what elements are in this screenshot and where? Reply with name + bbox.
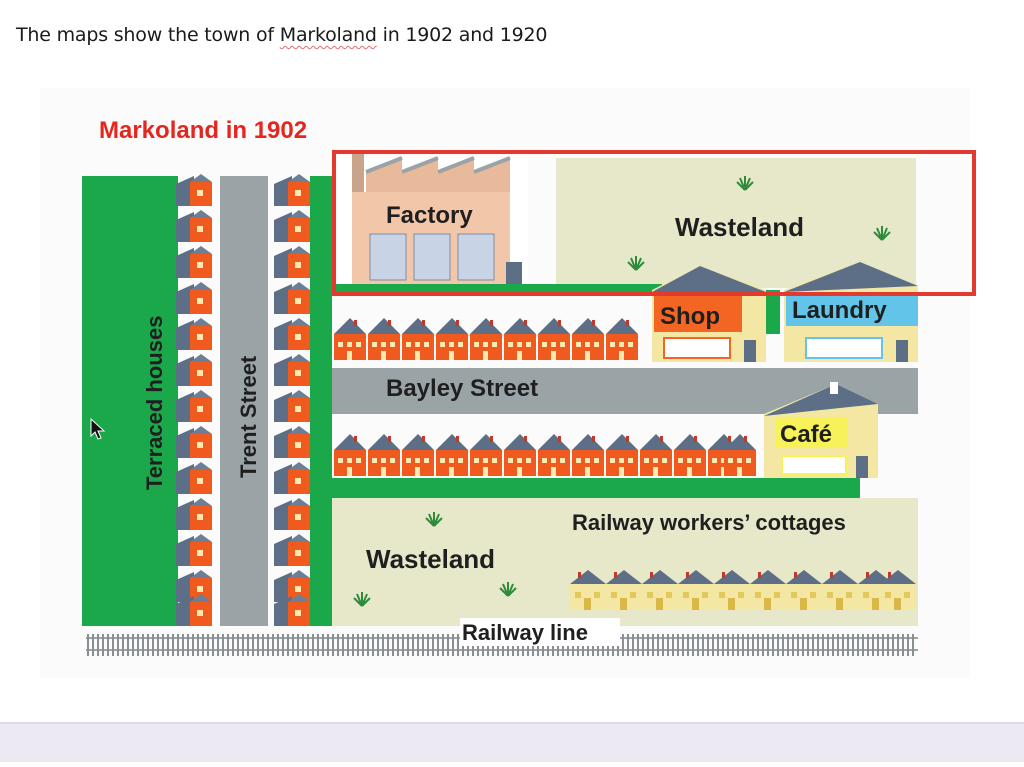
green-band-top	[332, 284, 662, 294]
highlight-box	[332, 150, 976, 296]
green-band-lower	[332, 478, 860, 498]
cafe-building	[764, 382, 878, 478]
label-laundry: Laundry	[792, 297, 887, 324]
green-area-left	[82, 176, 178, 626]
label-railway-cottages: Railway workers’ cottages	[572, 510, 846, 535]
terraced-houses-row-upper	[334, 318, 638, 360]
question-prompt: The maps show the town of Markoland in 1…	[16, 24, 548, 46]
label-terraced-houses: Terraced houses	[142, 316, 167, 490]
prompt-text-after: in 1902 and 1920	[376, 24, 548, 46]
map-title: Markoland in 1902	[99, 117, 307, 144]
label-wasteland-top: Wasteland	[675, 212, 804, 242]
green-gap	[766, 290, 780, 334]
label-cafe: Café	[780, 421, 832, 448]
trent-street-road	[220, 176, 268, 626]
label-wasteland-bottom: Wasteland	[366, 544, 495, 574]
label-shop: Shop	[660, 303, 720, 330]
terraced-houses-column-1	[176, 174, 212, 626]
prompt-underlined-word: Markoland	[279, 24, 377, 46]
terraced-houses-column-2	[274, 174, 310, 626]
label-railway-line: Railway line	[462, 620, 588, 645]
bottom-divider	[0, 722, 1024, 724]
label-trent-street: Trent Street	[236, 355, 261, 478]
bottom-strip	[0, 724, 1024, 762]
shop-building	[652, 266, 766, 362]
railway-label-bg	[460, 618, 620, 646]
factory-building	[338, 152, 528, 288]
label-bayley-street: Bayley Street	[386, 375, 538, 402]
mouse-cursor-icon	[90, 418, 106, 440]
laundry-building	[784, 262, 918, 362]
label-factory: Factory	[386, 202, 473, 229]
green-strip	[310, 176, 332, 626]
prompt-text-before: The maps show the town of	[16, 24, 280, 46]
